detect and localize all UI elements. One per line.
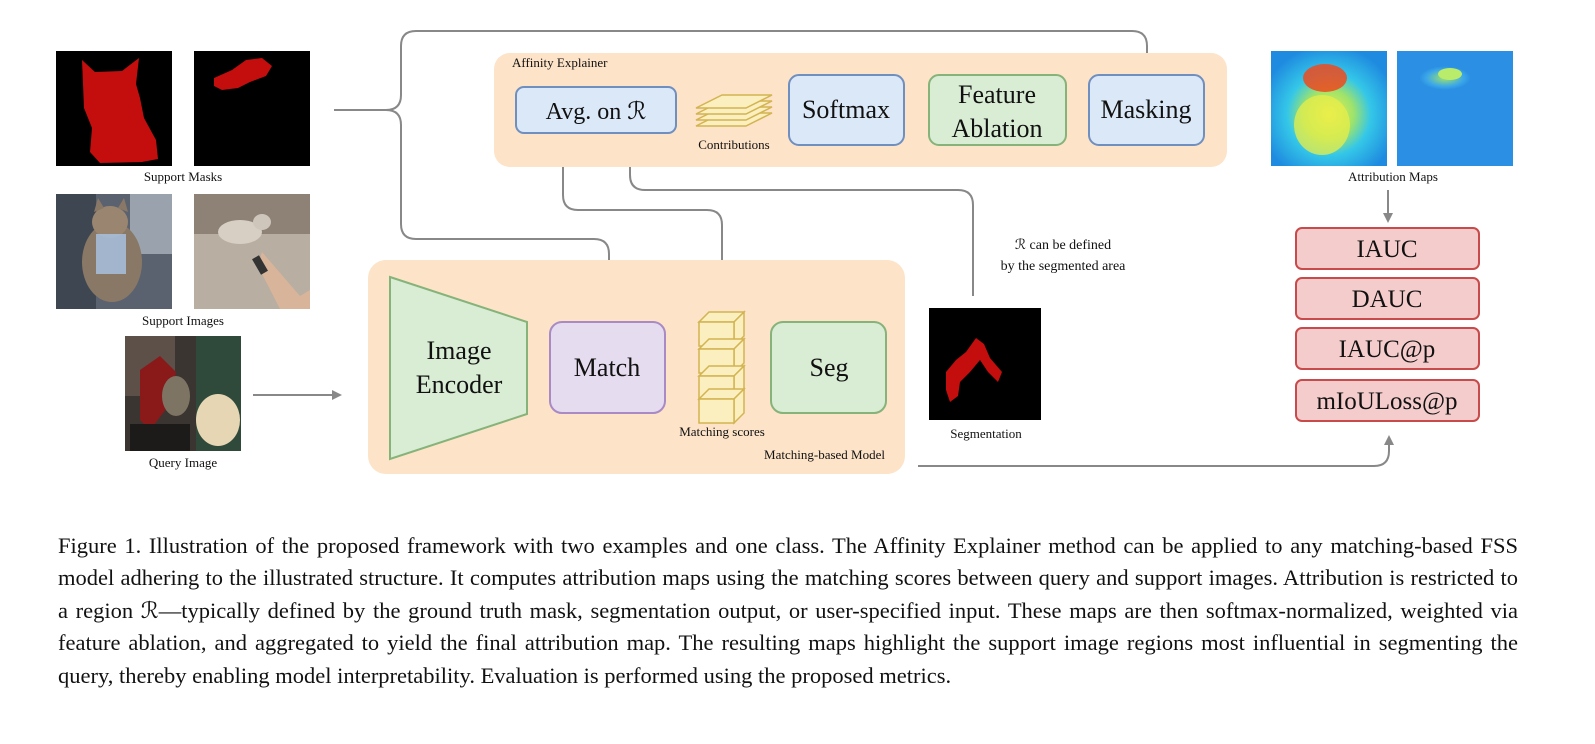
object-mask-shape <box>214 58 272 90</box>
image-encoder-shape <box>389 275 528 461</box>
attribution-map-1 <box>1271 51 1387 166</box>
support-images-label: Support Images <box>142 313 224 328</box>
image-encoder-line2: Encoder <box>416 370 503 399</box>
match-label: Match <box>574 353 640 382</box>
framework-diagram: Support Masks Support Images <box>56 30 1513 474</box>
matching-model-panel: Image Encoder Match <box>368 260 905 474</box>
metrics-group: IAUC DAUC IAUC@p mIoULoss@p <box>1295 227 1480 422</box>
affinity-explainer-title: Affinity Explainer <box>512 55 608 70</box>
metric-dauc: DAUC <box>1352 286 1423 313</box>
cat-mask-shape <box>82 58 158 163</box>
support-to-match-connector <box>385 109 614 319</box>
contributions-stack-icon <box>695 94 773 127</box>
metric-iauc-p: IAUC@p <box>1339 336 1436 363</box>
attribution-maps-group: Attribution Maps <box>1271 51 1513 184</box>
softmax-box <box>788 74 905 146</box>
region-note-line2: by the segmented area <box>1001 259 1127 274</box>
masking-label: Masking <box>1101 95 1192 124</box>
matching-scores-label: Matching scores <box>679 424 765 439</box>
seg-box <box>770 321 887 414</box>
support-masks-label: Support Masks <box>144 169 222 184</box>
avg-box-label: Avg. on ℛ <box>546 99 647 125</box>
attribution-maps-label: Attribution Maps <box>1348 169 1438 184</box>
figure-caption: Figure 1. Illustration of the proposed f… <box>58 532 1518 688</box>
query-image <box>125 336 241 451</box>
feature-ablation-box <box>928 74 1067 146</box>
avg-box <box>515 86 677 134</box>
model-to-metrics-arrow <box>918 435 1394 467</box>
query-image-group: Query Image <box>125 336 241 470</box>
support-masks-group: Support Masks <box>56 51 310 184</box>
segmentation-mask-shape <box>946 338 1002 402</box>
query-image-label: Query Image <box>149 455 217 470</box>
feature-ablation-line2: Ablation <box>952 114 1043 143</box>
segmentation-to-avg-arrow <box>625 143 974 296</box>
match-box <box>549 321 666 414</box>
image-encoder-line1: Image <box>427 336 492 365</box>
feature-ablation-line1: Feature <box>958 80 1036 109</box>
matching-scores-cubes <box>697 310 746 425</box>
support-images-group: Support Images <box>56 194 310 328</box>
metric-box-iauc <box>1295 227 1480 270</box>
metric-miouloss-p: mIoULoss@p <box>1316 388 1457 415</box>
softmax-label: Softmax <box>802 95 890 124</box>
scores-to-avg-arrow <box>558 143 723 306</box>
matching-model-label: Matching-based Model <box>764 447 885 462</box>
support-image-1 <box>56 194 172 309</box>
connectors <box>253 30 1394 467</box>
metric-iauc: IAUC <box>1356 236 1417 263</box>
region-note-line1: ℛ can be defined <box>1015 238 1111 253</box>
support-image-2 <box>194 194 310 309</box>
affinity-explainer-panel: Affinity Explainer Avg. on ℛ Contributio… <box>494 53 1227 167</box>
masking-box <box>1088 74 1205 146</box>
support-brace-connector <box>334 30 1152 111</box>
metric-box-iauc-p <box>1295 327 1480 370</box>
segmentation-group: Segmentation <box>929 308 1041 441</box>
score-cube <box>697 387 746 425</box>
seg-label: Seg <box>810 353 849 382</box>
segmentation-label: Segmentation <box>950 426 1022 441</box>
contributions-label: Contributions <box>698 137 770 152</box>
metric-box-dauc <box>1295 277 1480 320</box>
metric-box-miouloss-p <box>1295 379 1480 422</box>
attribution-map-2 <box>1397 51 1513 166</box>
